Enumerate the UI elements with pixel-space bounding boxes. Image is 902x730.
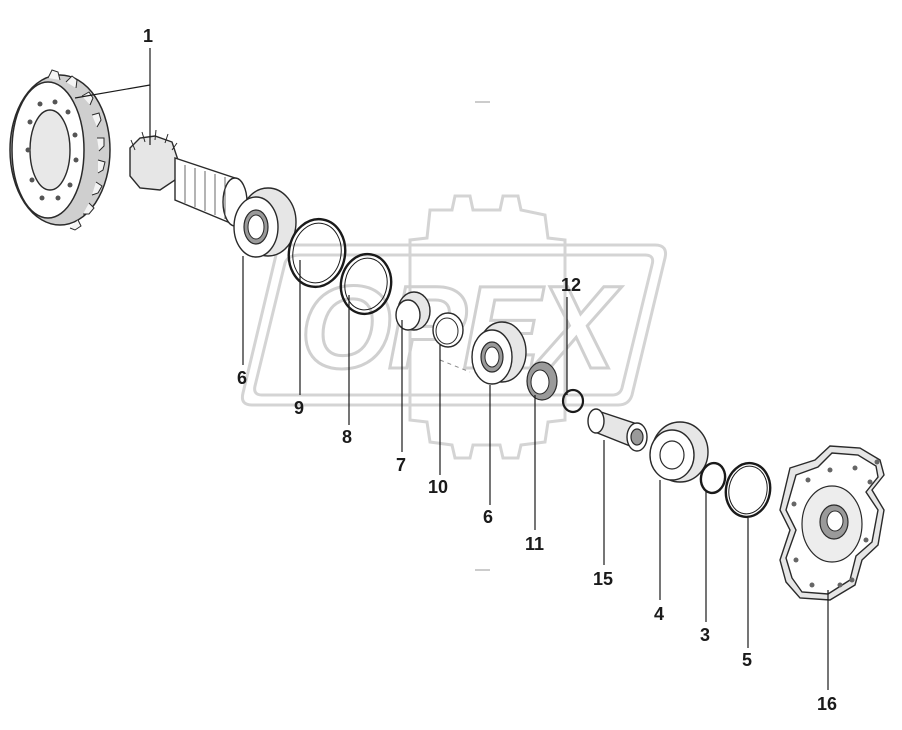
- callout-4: 4: [654, 604, 664, 624]
- part-15-sleeve: [587, 408, 648, 452]
- callout-8: 8: [342, 427, 352, 447]
- part-5-o-ring: [724, 461, 772, 519]
- part-11-nut: [526, 361, 558, 401]
- callout-9: 9: [294, 398, 304, 418]
- callout-6-b: 6: [483, 507, 493, 527]
- callout-15: 15: [593, 569, 613, 589]
- part-6-bearing-b: [471, 321, 527, 385]
- part-8-o-ring: [339, 252, 393, 316]
- callout-5: 5: [742, 650, 752, 670]
- part-5-o-ring-inner: [728, 465, 768, 515]
- callout-12: 12: [561, 275, 581, 295]
- part-3-o-ring: [699, 461, 727, 495]
- gear-logo-icon: [408, 194, 567, 460]
- callout-7: 7: [396, 455, 406, 475]
- callout-3: 3: [700, 625, 710, 645]
- callout-6-a: 6: [237, 368, 247, 388]
- part-9-o-ring-inner: [292, 222, 342, 284]
- part-6-bearing-a: [233, 187, 297, 258]
- callout-labels: 1 12 6 9 8 7 10 6 11 15 4 3 5 16: [143, 26, 837, 714]
- part-8-o-ring-inner: [344, 257, 388, 311]
- part-9-o-ring: [287, 217, 347, 289]
- axis-line: [439, 359, 471, 373]
- callout-10: 10: [428, 477, 448, 497]
- part-10-spacer: [432, 312, 464, 348]
- leader-lines: [74, 48, 829, 690]
- part-12-snap-ring: [561, 388, 585, 414]
- part-16-cover: [779, 445, 885, 601]
- callout-11: 11: [525, 534, 544, 554]
- part-1-ring-gear: [9, 69, 111, 231]
- part-1-pinion-shaft: [129, 129, 248, 227]
- callout-16: 16: [817, 694, 837, 714]
- callout-1: 1: [143, 26, 153, 46]
- part-4-washer: [649, 421, 709, 483]
